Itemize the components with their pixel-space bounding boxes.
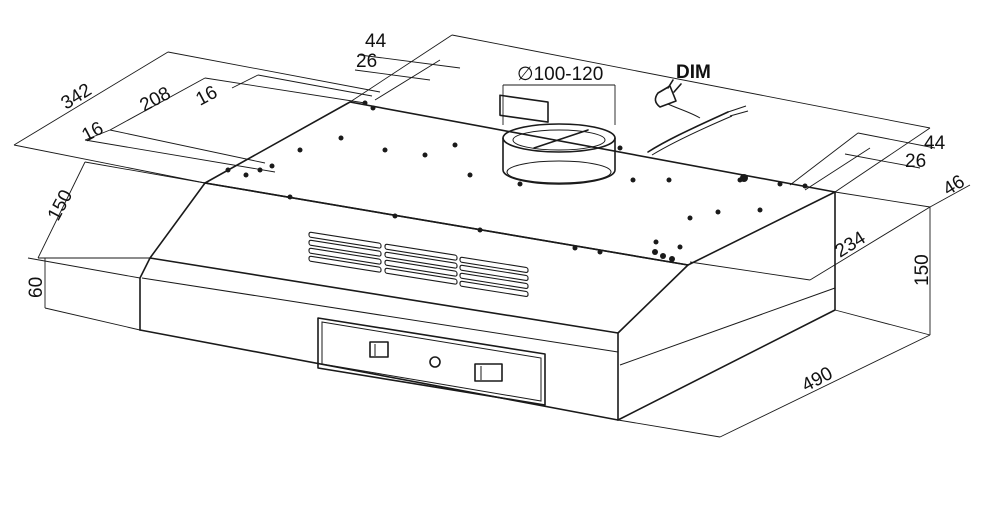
left-side-lower [139,182,206,331]
label-150-left: 150 [44,186,77,224]
vent-grille-right [459,256,529,298]
diameter-symbol: ∅ [517,64,534,85]
label-60-left: 60 [26,277,47,298]
collar-body [502,137,616,185]
label-490: 490 [798,363,836,396]
label-234: 234 [832,227,870,262]
cable-wires [727,105,749,117]
front-fascia-top-edge [204,182,689,266]
label-16-mid: 16 [78,118,107,146]
right-inner-edge [619,287,836,366]
mounting-holes [225,100,808,262]
collar-base [506,160,612,184]
diameter-value: 100-120 [534,64,604,85]
control-panel-inner [321,321,542,402]
control-panel [317,317,546,406]
dimension-labels: 342 208 16 16 150 60 44 26 ∅100-120 DIM … [26,31,969,396]
vent-grilles [308,231,529,298]
front-strip [141,277,619,353]
front-slope-bottom [149,257,619,334]
right-front-edge [617,264,689,421]
label-44-top: 44 [365,31,387,52]
vent-grille-middle [384,243,458,285]
cable-line-2 [651,115,733,156]
label-dim: DIM [676,62,711,83]
hood-body [139,101,836,421]
collar-flap [499,94,549,123]
collar-inner [512,129,606,151]
collar-rim [502,123,616,153]
light-switch [369,341,389,358]
label-342: 342 [58,80,96,115]
label-16-top: 16 [192,82,221,110]
speed-switch [474,363,503,382]
exhaust-collar [499,94,616,185]
vent-grille-left [308,231,382,273]
label-46-right: 46 [940,171,969,200]
dimension-lines [13,34,971,438]
power-cable [647,79,749,156]
label-208: 208 [136,83,174,116]
plug-icon [654,85,677,108]
collar-damper [533,129,589,149]
front-panel-bottom [139,329,619,421]
label-44-right: 44 [924,133,946,154]
label-26-right: 26 [905,151,926,172]
cable-line [647,111,729,153]
label-150-right: 150 [912,254,933,286]
indicator-light [429,356,441,368]
label-diameter: ∅100-120 [517,64,603,85]
label-26-top: 26 [356,51,377,72]
